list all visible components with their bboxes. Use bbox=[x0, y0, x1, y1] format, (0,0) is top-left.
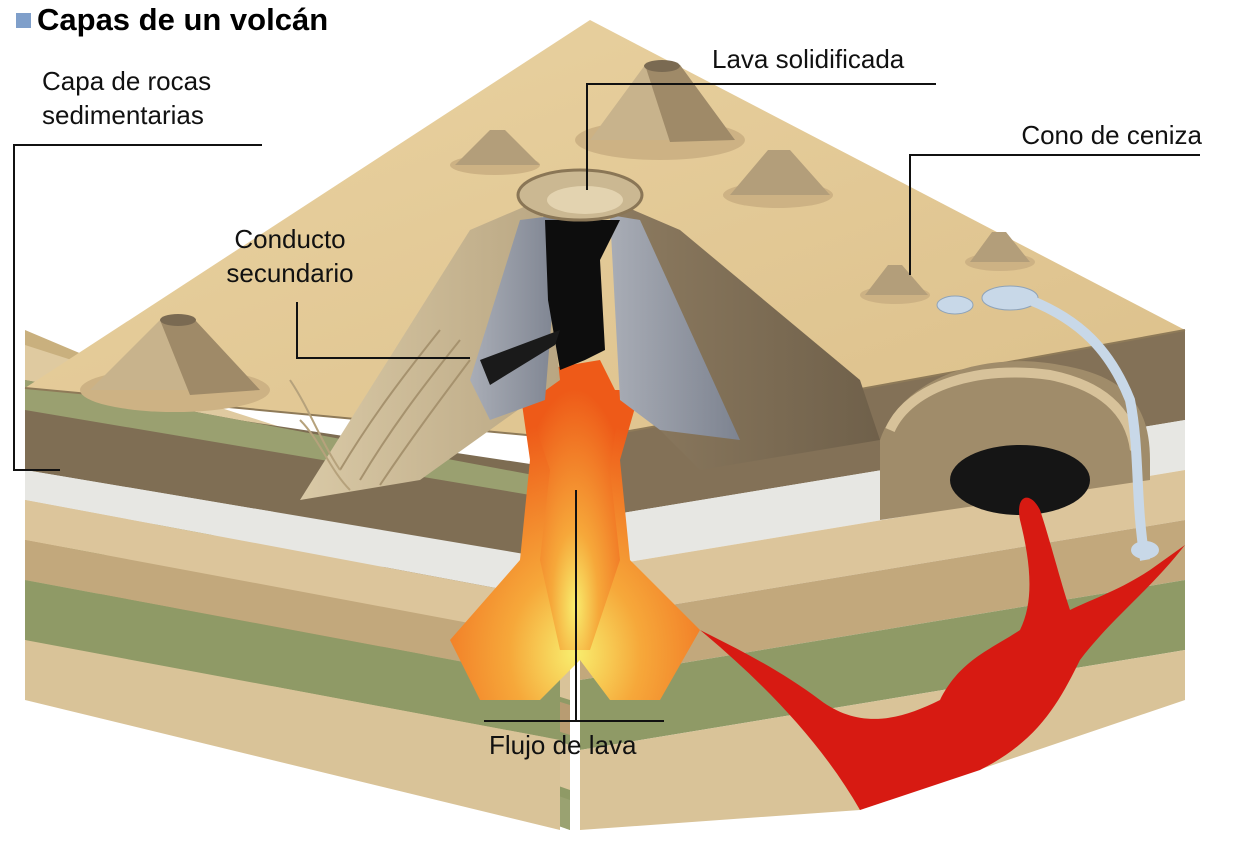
cinder-cone-small-3 bbox=[860, 265, 930, 304]
label-ash-cone: Cono de ceniza bbox=[1021, 120, 1202, 150]
cinder-cone-small-2 bbox=[723, 150, 833, 208]
magma-intrusion bbox=[700, 497, 1185, 810]
cinder-cone-small-1 bbox=[450, 130, 540, 175]
label-solidified-lava: Lava solidificada bbox=[712, 44, 905, 74]
left-layers bbox=[25, 380, 560, 830]
leader-lines bbox=[13, 83, 1200, 722]
leader-secondary-conduit bbox=[296, 302, 470, 359]
label-sedimentary: Capa de rocas sedimentarias bbox=[42, 64, 211, 132]
label-lava-flow: Flujo de lava bbox=[489, 730, 637, 760]
label-secondary-conduit-line-2: secundario bbox=[226, 258, 354, 288]
right-mound bbox=[880, 361, 1150, 520]
cinder-cone-small-4 bbox=[965, 232, 1035, 271]
water-stream bbox=[936, 285, 1159, 561]
page-title: Capas de un volcán bbox=[16, 2, 328, 38]
label-secondary-conduit-line-1: Conducto bbox=[234, 224, 346, 254]
label-sedimentary-line-1: Capa de rocas bbox=[42, 66, 212, 96]
cave-opening bbox=[950, 445, 1090, 515]
leader-sedimentary bbox=[13, 144, 262, 471]
cinder-cone-left bbox=[80, 314, 270, 412]
secondary-conduit-shape bbox=[480, 330, 560, 385]
label-sedimentary-line-2: sedimentarias bbox=[42, 100, 204, 130]
title-bullet-icon bbox=[16, 12, 31, 28]
main-conduit bbox=[545, 220, 620, 370]
title-text: Capas de un volcán bbox=[37, 2, 329, 37]
leader-solidified-lava bbox=[586, 83, 936, 190]
leader-ash-cone bbox=[909, 154, 1200, 275]
label-secondary-conduit: Conducto secundario bbox=[210, 222, 370, 290]
main-cone bbox=[289, 168, 880, 500]
